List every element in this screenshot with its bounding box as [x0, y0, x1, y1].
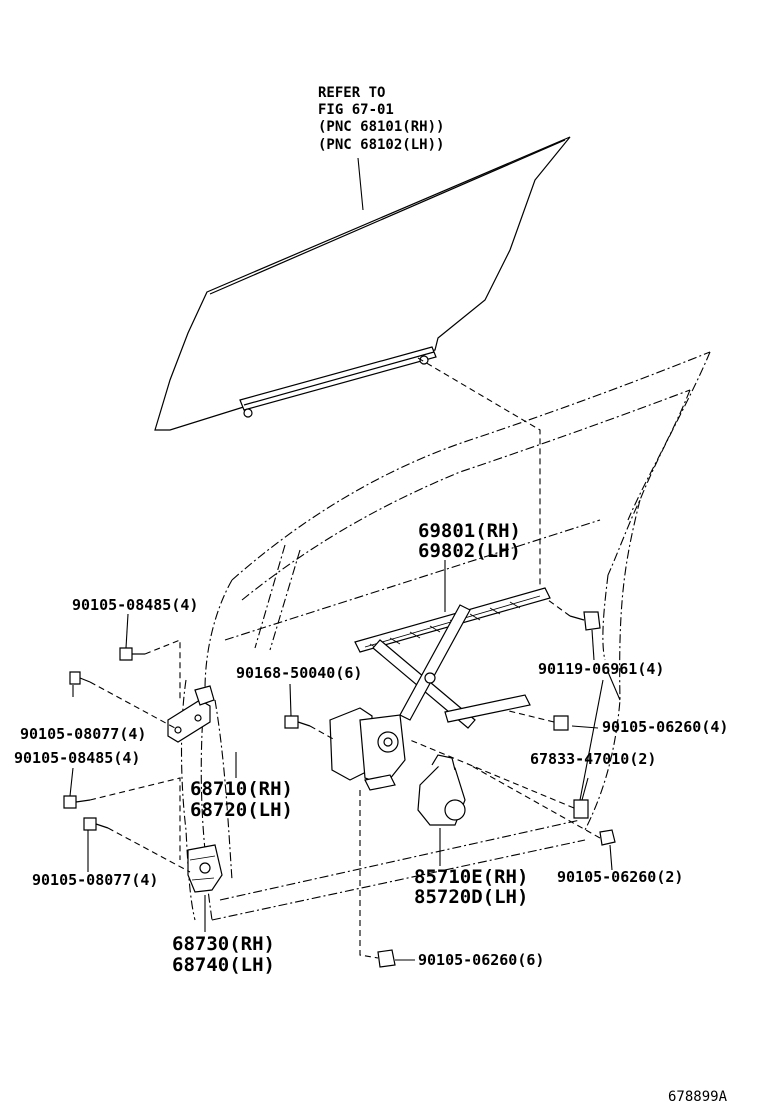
glass-reference-line4: (PNC 68102(LH)): [318, 137, 445, 153]
bolt-90105-06260-4: [553, 715, 569, 731]
part-label-68740: 68740(LH): [172, 954, 275, 976]
figure-id: 678899A: [668, 1089, 728, 1105]
bolt-90168-50040: [284, 715, 311, 729]
part-label-90105-08485-mid: 90105-08485(4): [14, 749, 141, 767]
part-label-90105-08077-top: 90105-08077(4): [20, 725, 147, 743]
leader-lines: [69, 560, 621, 961]
glass-reference-line3: (PNC 68101(RH)): [318, 119, 445, 135]
lower-hinge: [187, 844, 223, 893]
part-label-68730: 68730(RH): [172, 933, 275, 955]
bolt-90105-06260-6: [377, 949, 396, 968]
clip-67833: [573, 799, 589, 819]
part-label-90105-06260-2: 90105-06260(2): [557, 868, 684, 886]
bolt-90105-06260-2: [599, 829, 616, 846]
part-label-90119-06961: 90119-06961(4): [538, 660, 665, 678]
door-glass: [154, 136, 571, 431]
bolt-90119-06961: [569, 611, 601, 631]
glass-reference-leader: [357, 157, 364, 211]
bolts: [63, 611, 616, 968]
part-label-69801: 69801(RH): [418, 520, 521, 542]
part-label-85720D: 85720D(LH): [414, 886, 529, 908]
part-label-90105-06260-6: 90105-06260(6): [418, 951, 545, 969]
part-label-85710E: 85710E(RH): [414, 866, 529, 888]
bolt-top-hinge-side: [69, 671, 91, 685]
bolt-lower-hinge-upper: [63, 795, 91, 809]
part-label-90105-06260-4: 90105-06260(4): [602, 718, 729, 736]
part-label-68720: 68720(LH): [190, 799, 293, 821]
part-label-67833-47010: 67833-47010(2): [530, 750, 657, 768]
assembly-lines: [89, 357, 601, 959]
bolt-lower-hinge-side: [83, 817, 109, 831]
upper-hinge: [167, 685, 215, 743]
part-label-69802: 69802(LH): [418, 540, 521, 562]
door-panel-outline: [180, 351, 711, 921]
bolt-top-hinge-upper: [119, 647, 145, 661]
part-label-90105-08077-bot: 90105-08077(4): [32, 871, 159, 889]
part-label-90105-08485-top: 90105-08485(4): [72, 596, 199, 614]
glass-reference-line2: FIG 67-01: [318, 102, 394, 118]
part-label-90168-50040: 90168-50040(6): [236, 664, 363, 682]
glass-reference-line1: REFER TO: [318, 85, 386, 101]
part-label-68710: 68710(RH): [190, 778, 293, 800]
window-regulator: [329, 604, 531, 826]
